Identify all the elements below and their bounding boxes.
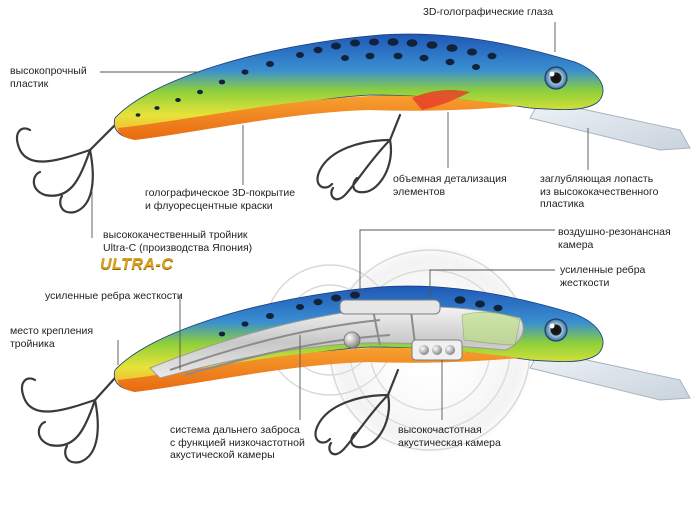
label-volumetric-detailing: объемная детализация элементов — [393, 173, 507, 198]
label-durable-plastic: высокопрочный пластик — [10, 65, 87, 90]
holographic-eye-top — [544, 66, 568, 90]
label-treble-hook: высококачественный тройник Ultra-C (прои… — [103, 229, 253, 254]
cutaway-interior — [149, 305, 524, 379]
holographic-eye-bottom — [544, 318, 568, 342]
holographic-plate — [461, 311, 521, 346]
belly-treble-hook-top — [316, 113, 402, 201]
belly-treble-hook-bottom — [314, 368, 400, 456]
spot-pattern-top — [135, 38, 497, 117]
casting-weight-ball — [343, 331, 361, 349]
rear-treble-hook-top — [15, 123, 117, 214]
label-reinforcing-ribs-left: усиленные ребра жесткости — [45, 290, 183, 302]
eye-highlight-bottom — [549, 323, 555, 329]
label-hook-attachment: место крепления тройника — [10, 325, 94, 350]
diving-lip-bottom — [529, 349, 691, 401]
label-reinforcing-ribs-right: усиленные ребра жесткости — [560, 264, 646, 289]
label-holographic-coating: голографическое 3D-покрытие и флуоресцен… — [145, 187, 296, 212]
rear-treble-hook-bottom — [20, 376, 117, 464]
spot-pattern-bottom — [218, 291, 503, 337]
gill-fin-top — [412, 90, 470, 110]
label-air-resonance-chamber: воздушно-резонансная камера — [558, 226, 671, 251]
leader-lines — [91, 22, 589, 420]
label-diving-lip: заглубляющая лопасть из высококачественн… — [540, 173, 659, 210]
air-resonance-chamber — [339, 299, 441, 315]
rattle-ball-1 — [419, 345, 429, 355]
label-long-casting-system: система дальнего заброса с функцией низк… — [170, 424, 305, 461]
bottom-lure — [20, 245, 691, 464]
rattle-ball-3 — [445, 345, 455, 355]
top-lure — [15, 33, 691, 214]
rattle-ball-2 — [432, 345, 442, 355]
eye-highlight-top — [549, 71, 555, 77]
label-high-frequency-chamber: высокочастотная акустическая камера — [398, 424, 501, 449]
diving-lip-top — [529, 99, 691, 151]
label-holographic-eyes: 3D-голографические глаза — [423, 6, 554, 18]
ultra-c-logo: ULTRA-C — [100, 256, 174, 273]
